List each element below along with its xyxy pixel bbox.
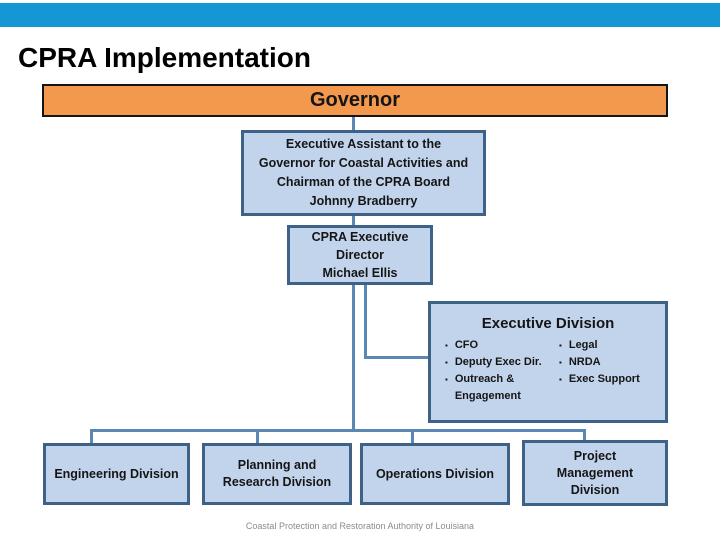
connector-stub-planning <box>256 429 259 443</box>
executive-director-label: CPRA Executive Director Michael Ellis <box>311 230 409 280</box>
project-management-division-label: Project Management Division <box>556 448 634 497</box>
org-node-operations-division: Operations Division <box>360 443 510 505</box>
executive-division-columns: ▪ CFO ▪ Deputy Exec Dir. ▪ Outreach & En… <box>431 337 665 405</box>
connector-governor-to-assistant <box>352 117 355 131</box>
list-item: ▪ NRDA <box>559 354 659 371</box>
connector-director-to-exec-division-vertical <box>364 285 367 359</box>
org-node-governor: Governor <box>42 84 668 117</box>
planning-research-division-label: Planning and Research Division <box>222 458 332 489</box>
slide-title: CPRA Implementation <box>18 42 311 73</box>
list-item: ▪ CFO <box>445 337 559 354</box>
bullet-icon: ▪ <box>445 375 448 384</box>
connector-director-to-bottom-row <box>352 285 355 432</box>
list-item-label: Exec Support <box>568 373 640 385</box>
bullet-icon: ▪ <box>445 341 448 350</box>
list-item: ▪ Outreach & Engagement <box>445 371 559 405</box>
slide-footer: Coastal Protection and Restoration Autho… <box>245 521 475 531</box>
executive-assistant-label: Executive Assistant to the Governor for … <box>258 137 469 208</box>
list-item-label: Deputy Exec Dir. <box>454 356 542 368</box>
list-item-label: NRDA <box>568 356 601 368</box>
bullet-icon: ▪ <box>445 358 448 367</box>
bullet-icon: ▪ <box>559 375 562 384</box>
executive-division-left-list: ▪ CFO ▪ Deputy Exec Dir. ▪ Outreach & En… <box>445 337 559 405</box>
bullet-icon: ▪ <box>559 341 562 350</box>
governor-label: Governor <box>309 89 401 111</box>
engineering-division-label: Engineering Division <box>54 466 179 481</box>
org-node-executive-assistant: Executive Assistant to the Governor for … <box>241 130 486 216</box>
org-node-executive-division: Executive Division ▪ CFO ▪ Deputy Exec D… <box>428 301 668 423</box>
connector-director-to-exec-division-horizontal <box>364 356 428 359</box>
connector-stub-engineering <box>90 429 93 443</box>
list-item: ▪ Deputy Exec Dir. <box>445 354 559 371</box>
connector-stub-operations <box>411 429 414 443</box>
connector-bottom-row-horizontal <box>90 429 586 432</box>
list-item-label: Legal <box>568 339 598 351</box>
top-accent-bar <box>0 3 720 27</box>
org-node-project-management-division: Project Management Division <box>522 440 668 506</box>
executive-division-right-list: ▪ Legal ▪ NRDA ▪ Exec Support <box>559 337 659 405</box>
org-node-engineering-division: Engineering Division <box>43 443 190 505</box>
operations-division-label: Operations Division <box>375 466 495 481</box>
list-item: ▪ Legal <box>559 337 659 354</box>
list-item-label: CFO <box>454 339 479 351</box>
org-node-planning-research-division: Planning and Research Division <box>202 443 352 505</box>
bullet-icon: ▪ <box>559 358 562 367</box>
list-item-label: Outreach & Engagement <box>454 373 521 402</box>
connector-assistant-to-director <box>352 216 355 226</box>
connector-stub-project-management <box>583 429 586 443</box>
list-item: ▪ Exec Support <box>559 371 659 388</box>
org-node-executive-director: CPRA Executive Director Michael Ellis <box>287 225 433 285</box>
executive-division-title: Executive Division <box>481 315 615 332</box>
